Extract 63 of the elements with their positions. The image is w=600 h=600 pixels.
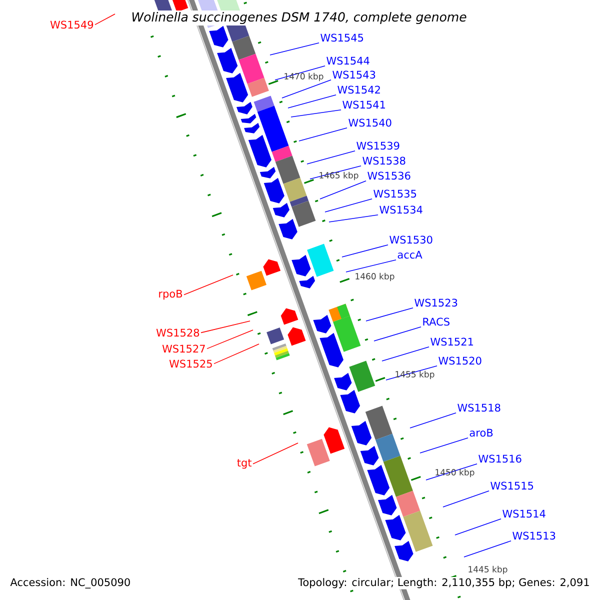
gene-label: WS1527 (162, 344, 205, 353)
genome-info-text: Topology: circular; Length: 2,110,355 bp; Genes: 2,091 (297, 577, 591, 590)
position-label: 1460 kbp (356, 272, 394, 282)
gene-label: WS1535 (374, 190, 416, 198)
gene-label: WS1542 (338, 86, 380, 94)
gene-label: WS1518 (458, 404, 500, 412)
gene-label: WS1534 (380, 206, 422, 214)
gene-label: WS1515 (490, 482, 534, 490)
leader-line (454, 518, 502, 536)
gene-label: WS1521 (430, 338, 473, 346)
leader-line (206, 330, 254, 350)
gene-label: WS1540 (348, 118, 392, 127)
accession-text: Accession: NC_005090 (9, 577, 132, 590)
leader-line (346, 259, 396, 272)
gene-label: rpoB (159, 290, 182, 300)
gene-label: WS1538 (362, 156, 406, 165)
leader-line (290, 109, 342, 118)
leader-line (200, 320, 250, 334)
gene-label: WS1539 (356, 142, 400, 150)
gene-label: WS1549 (50, 20, 94, 29)
gene-label: WS1516 (478, 454, 522, 463)
gene-label: WS1528 (156, 328, 200, 337)
gene-label: tgt (237, 459, 252, 469)
leader-line (324, 198, 372, 212)
leader-line (382, 346, 430, 362)
gene-label: WS1523 (414, 298, 458, 307)
leader-line (274, 65, 326, 80)
gene-label: accA (398, 250, 422, 259)
gene-label: WS1514 (502, 510, 546, 518)
leader-line (214, 344, 260, 364)
leader-line (94, 14, 116, 26)
leader-line (320, 180, 366, 200)
leader-line (426, 463, 478, 480)
leader-line (328, 214, 378, 222)
gene-label: WS1544 (326, 56, 370, 65)
gene-label: WS1536 (368, 172, 410, 180)
gene-label: WS1530 (390, 236, 432, 244)
gene-label: WS1541 (342, 100, 385, 109)
leader-line (410, 412, 456, 428)
position-label: 1445 kbp (468, 566, 508, 574)
gene-label: aroB (470, 428, 493, 437)
leader-line (282, 79, 332, 98)
gene-label: WS1513 (512, 532, 556, 540)
gene-label: WS1525 (169, 360, 212, 368)
leader-line (252, 442, 298, 464)
leader-line (184, 274, 234, 296)
leader-line (420, 437, 468, 454)
leader-line (374, 326, 422, 342)
leader-line (464, 540, 512, 558)
leader-line (366, 307, 414, 322)
leader-line (442, 490, 490, 508)
leader-line (270, 42, 320, 56)
gene-label: WS1543 (332, 70, 376, 79)
gene-label: WS1520 (438, 356, 482, 365)
gene-label: WS1545 (320, 34, 364, 42)
leader-line (306, 150, 356, 164)
leader-line (342, 244, 388, 258)
position-label: 1470 kbp (284, 72, 324, 82)
leader-line (298, 127, 348, 142)
title: Wolinella succinogenes DSM 1740, complete genome (130, 10, 468, 26)
leader-line (288, 94, 336, 108)
gene-label: RACS (423, 318, 450, 326)
leader-line (386, 365, 438, 380)
